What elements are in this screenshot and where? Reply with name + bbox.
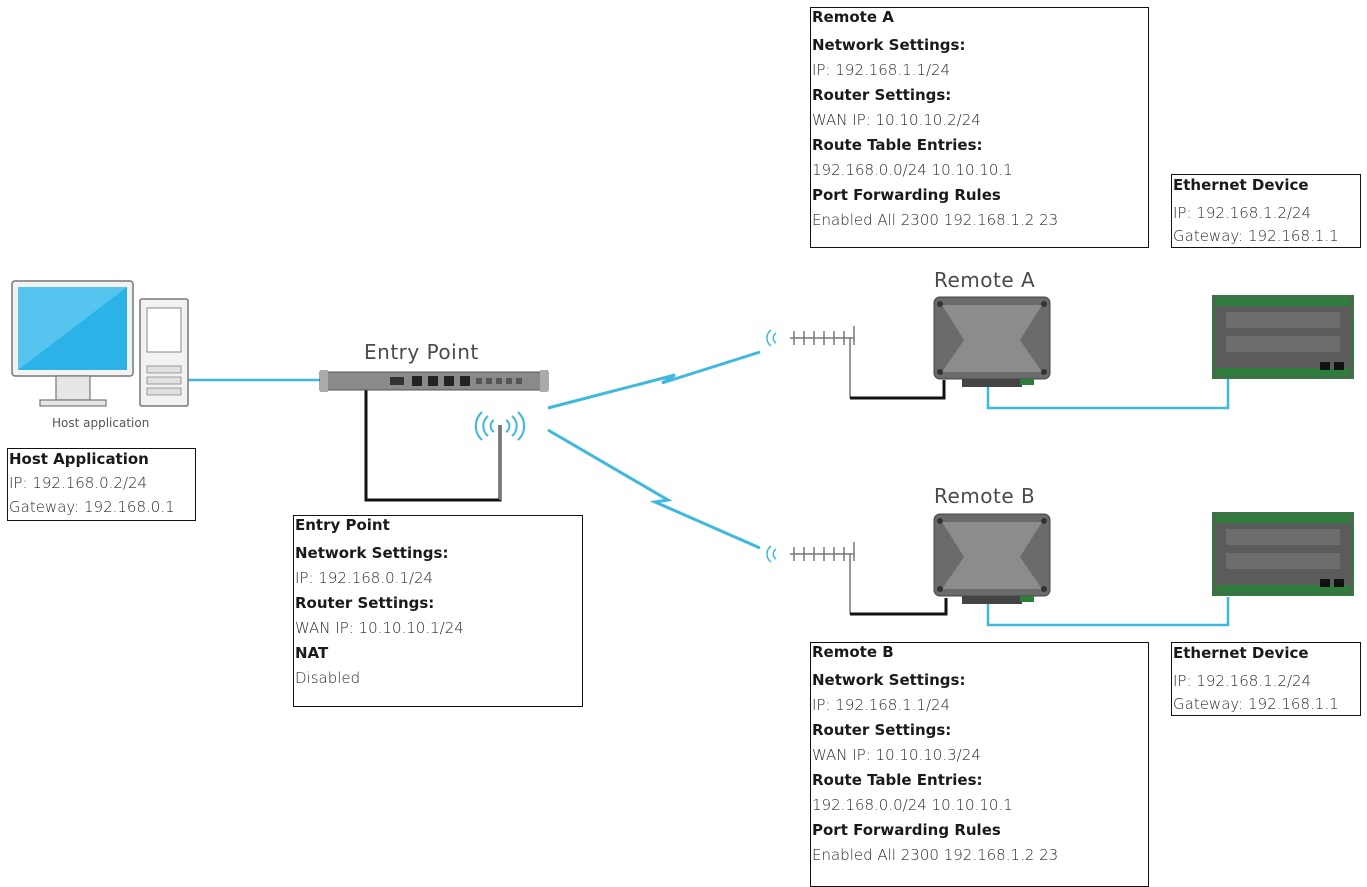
eth-b-box-title: Ethernet Device <box>1173 644 1309 662</box>
remote-b-box-wan-ip: WAN IP: 10.10.10.3/24 <box>812 746 981 764</box>
entry-antenna-cable <box>364 388 502 502</box>
entry-box-ip: IP: 192.168.0.1/24 <box>295 569 434 587</box>
host-caption: Host application <box>52 416 150 430</box>
host-application-box: Host Application IP: 192.168.0.2/24 Gate… <box>7 448 196 521</box>
entry-point-device-icon <box>319 370 549 392</box>
ethernet-device-a-box: Ethernet Device IP: 192.168.1.2/24 Gatew… <box>1171 174 1361 248</box>
remote-a-box: Remote A Network Settings: IP: 192.168.1… <box>810 7 1149 248</box>
remote-a-label: Remote A <box>934 268 1036 292</box>
remote-b-label: Remote B <box>934 484 1036 508</box>
remote-b-antenna-cable <box>850 598 948 616</box>
entry-box-title: Entry Point <box>295 516 390 534</box>
remote-a-box-route-entry: 192.168.0.0/24 10.10.10.1 <box>812 161 1013 179</box>
host-computer-icon <box>11 280 189 407</box>
remote-b-ethernet-cable <box>986 597 1230 627</box>
entry-box-network-heading: Network Settings: <box>295 544 449 562</box>
host-box-gateway: Gateway: 192.168.0.1 <box>9 498 175 516</box>
eth-a-box-title: Ethernet Device <box>1173 176 1309 194</box>
remote-b-box-route-entry: 192.168.0.0/24 10.10.10.1 <box>812 796 1013 814</box>
eth-b-box-ip: IP: 192.168.1.2/24 <box>1173 672 1312 690</box>
remote-b-box-router-heading: Router Settings: <box>812 721 952 739</box>
wireless-link-b <box>547 428 761 550</box>
remote-b-radio-icon <box>933 513 1051 604</box>
entry-point-label: Entry Point <box>364 340 479 364</box>
remote-b-box-network-heading: Network Settings: <box>812 671 966 689</box>
ethernet-device-b-icon <box>1212 512 1354 596</box>
remote-b-box-ip: IP: 192.168.1.1/24 <box>812 696 951 714</box>
remote-a-box-ip: IP: 192.168.1.1/24 <box>812 61 951 79</box>
remote-b-box-route-heading: Route Table Entries: <box>812 771 983 789</box>
remote-a-box-router-heading: Router Settings: <box>812 86 952 104</box>
ethernet-device-b-box: Ethernet Device IP: 192.168.1.2/24 Gatew… <box>1171 642 1361 716</box>
remote-a-box-port-forwarding-heading: Port Forwarding Rules <box>812 186 1001 204</box>
remote-a-box-network-heading: Network Settings: <box>812 36 966 54</box>
host-box-title: Host Application <box>9 450 149 468</box>
remote-b-box-port-forwarding-heading: Port Forwarding Rules <box>812 821 1001 839</box>
remote-a-ethernet-cable <box>986 378 1230 410</box>
remote-a-box-wan-ip: WAN IP: 10.10.10.2/24 <box>812 111 981 129</box>
entry-box-nat-value: Disabled <box>295 669 361 687</box>
eth-a-box-ip: IP: 192.168.1.2/24 <box>1173 204 1312 222</box>
host-box-ip: IP: 192.168.0.2/24 <box>9 474 148 492</box>
remote-b-box: Remote B Network Settings: IP: 192.168.1… <box>810 642 1149 887</box>
entry-box-wan-ip: WAN IP: 10.10.10.1/24 <box>295 619 464 637</box>
remote-b-box-port-forwarding-rule: Enabled All 2300 192.168.1.2 23 <box>812 846 1059 864</box>
entry-point-antenna-icon <box>474 411 526 500</box>
remote-a-yagi-antenna-icon <box>766 326 855 398</box>
remote-b-yagi-antenna-icon <box>766 542 855 614</box>
remote-a-box-title: Remote A <box>812 8 894 26</box>
eth-b-box-gateway: Gateway: 192.168.1.1 <box>1173 695 1339 713</box>
remote-a-antenna-cable <box>850 380 946 400</box>
eth-a-box-gateway: Gateway: 192.168.1.1 <box>1173 227 1339 245</box>
ethernet-device-a-icon <box>1212 295 1354 379</box>
entry-box-router-heading: Router Settings: <box>295 594 435 612</box>
entry-box-nat-heading: NAT <box>295 644 329 662</box>
remote-a-box-port-forwarding-rule: Enabled All 2300 192.168.1.2 23 <box>812 211 1059 229</box>
wireless-link-a <box>547 350 761 410</box>
remote-a-radio-icon <box>933 296 1051 387</box>
remote-a-box-route-heading: Route Table Entries: <box>812 136 983 154</box>
remote-b-box-title: Remote B <box>812 643 894 661</box>
entry-point-box: Entry Point Network Settings: IP: 192.16… <box>293 515 583 707</box>
